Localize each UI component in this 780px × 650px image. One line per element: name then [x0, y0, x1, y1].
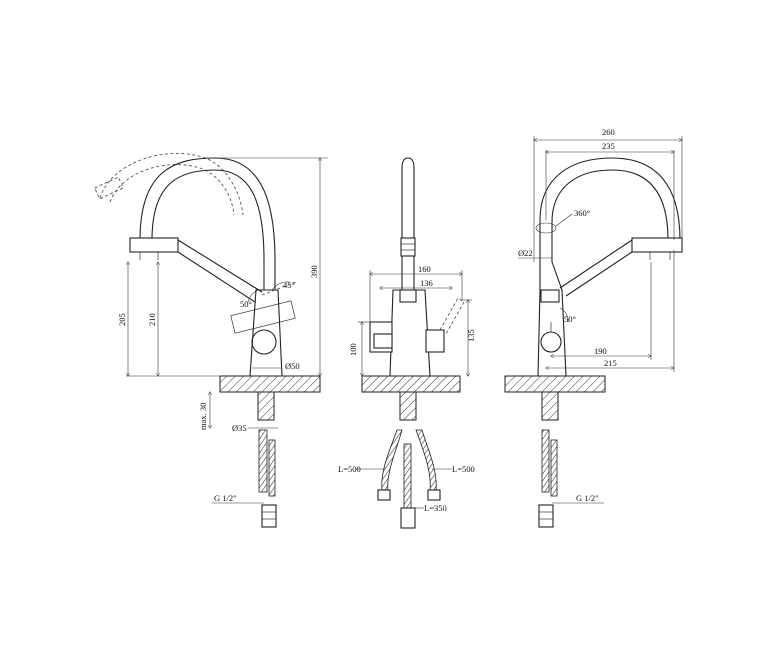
left-hose-arm — [177, 239, 263, 303]
right-view: 260 235 360° Ø22 50° 190 215 G 1/2" — [504, 127, 683, 528]
front-hose-left — [381, 429, 403, 493]
front-countertop — [361, 375, 461, 393]
dim-136: 136 — [420, 278, 433, 288]
dim-50deg-right: 50° — [564, 314, 576, 324]
right-hose-1 — [541, 429, 550, 493]
left-countertop — [219, 375, 321, 393]
dim-360deg: 360° — [574, 208, 590, 218]
right-spout-inner — [551, 169, 669, 262]
dim-d50: Ø50 — [285, 361, 300, 371]
left-handle-45 — [261, 281, 297, 296]
right-body — [537, 261, 567, 377]
left-spout-outer — [139, 157, 276, 290]
left-spray-head — [129, 237, 179, 253]
left-spout-alt-inner — [109, 164, 235, 216]
right-spray-head — [631, 237, 683, 253]
dim-50deg-left: 50° — [240, 299, 252, 309]
dim-205: 205 — [117, 313, 127, 326]
front-spout — [401, 157, 415, 291]
left-lever-alt — [230, 300, 296, 334]
dim-215: 215 — [604, 358, 617, 368]
dim-390: 390 — [309, 265, 319, 278]
right-spout-outer — [539, 157, 681, 262]
left-body — [249, 289, 283, 377]
front-hose-right — [415, 429, 437, 493]
dim-235: 235 — [602, 141, 615, 151]
left-hose-2 — [268, 439, 276, 497]
front-view: 160 136 100 135 L=500 L=500 L=350 — [338, 157, 476, 529]
front-body — [389, 289, 431, 377]
front-right-handle — [425, 329, 445, 353]
dim-210: 210 — [147, 313, 157, 326]
left-connector — [261, 504, 277, 528]
dim-260: 260 — [602, 127, 615, 137]
dim-135: 135 — [466, 329, 476, 342]
dim-d35: Ø35 — [232, 423, 247, 433]
left-spout-inner — [151, 169, 265, 290]
left-view: 390 210 205 Ø50 45° 50° max. 30 Ø35 G 1/… — [94, 152, 328, 528]
dim-190: 190 — [594, 346, 607, 356]
front-hose-center — [403, 443, 412, 509]
dim-160: 160 — [418, 264, 431, 274]
hose-l500-left: L=500 — [338, 464, 361, 474]
right-countertop — [504, 375, 606, 393]
dim-45deg: 45° — [283, 280, 295, 290]
left-hose-1 — [258, 429, 268, 493]
dim-d22: Ø22 — [518, 248, 533, 258]
right-hose-arm — [559, 239, 633, 297]
left-alt-head — [94, 176, 124, 200]
right-knob — [540, 331, 562, 353]
left-spout-alt-outer — [99, 152, 244, 216]
left-knob — [251, 329, 277, 355]
dim-100: 100 — [348, 343, 358, 356]
thread-right: G 1/2" — [576, 493, 599, 503]
thread-left: G 1/2" — [214, 493, 237, 503]
hose-l500-right: L=500 — [452, 464, 475, 474]
right-hose-2 — [550, 439, 558, 497]
dim-max30: max. 30 — [198, 403, 208, 430]
front-spray-collar — [400, 237, 416, 257]
hose-l350: L=350 — [424, 503, 447, 513]
